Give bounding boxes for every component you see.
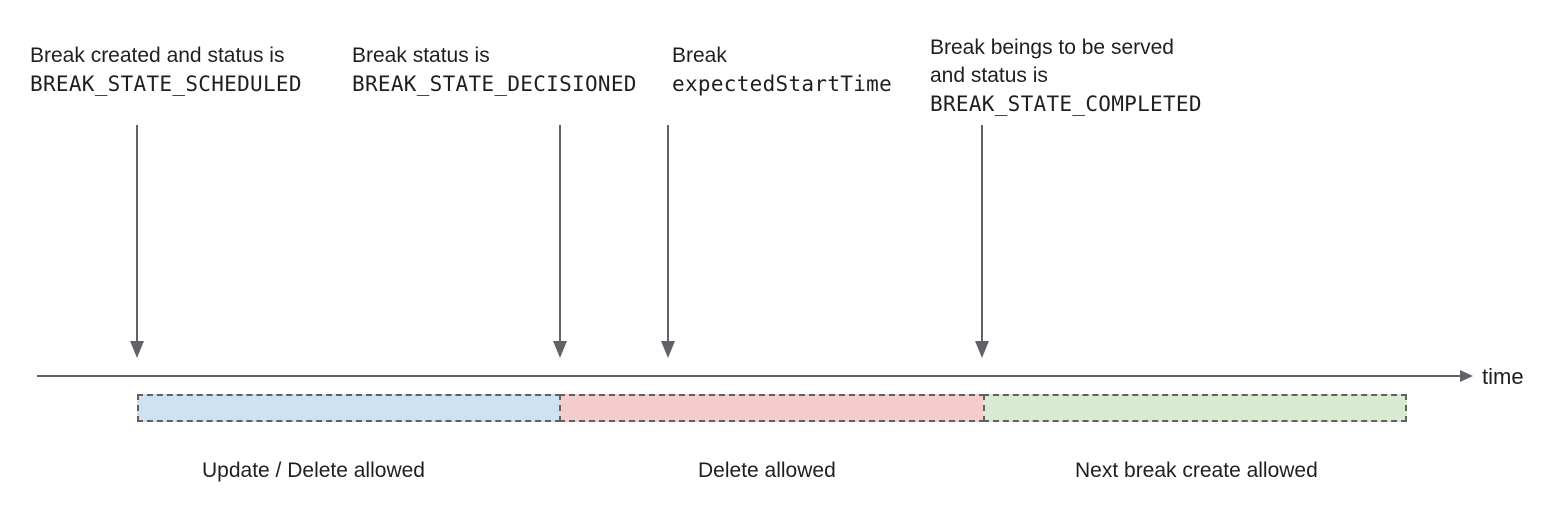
annotation-code-expected-start-time: expectedStartTime: [672, 72, 893, 96]
segment-delete-allowed: [559, 394, 985, 422]
segment-next-break-create-allowed: [983, 394, 1407, 422]
annotation-break-completed: Break beings to be served and status is …: [930, 34, 1202, 118]
annotation-text: Break created and status is: [30, 44, 285, 67]
segment-caption-update-delete: Update / Delete allowed: [202, 459, 425, 482]
annotation-break-decisioned: Break status is BREAK_STATE_DECISIONED: [352, 42, 637, 98]
down-arrow-icon: [130, 125, 144, 358]
annotation-text: Break status is: [352, 44, 490, 67]
annotation-text: Break: [672, 44, 727, 67]
annotation-break-expected-start-time: Break expectedStartTime: [672, 42, 892, 98]
annotation-code-break-state-decisioned: BREAK_STATE_DECISIONED: [352, 72, 637, 96]
down-arrow-icon: [975, 125, 989, 358]
down-arrow-icon: [553, 125, 567, 358]
time-axis-label: time: [1482, 364, 1524, 389]
annotation-code-break-state-scheduled: BREAK_STATE_SCHEDULED: [30, 72, 302, 96]
annotation-text: Break beings to be served: [930, 36, 1174, 59]
annotation-code-break-state-completed: BREAK_STATE_COMPLETED: [930, 92, 1202, 116]
segment-caption-delete: Delete allowed: [698, 459, 836, 482]
time-axis-arrow: [37, 370, 1473, 382]
down-arrow-icon: [661, 125, 675, 358]
segment-caption-next-create: Next break create allowed: [1075, 459, 1318, 482]
annotation-break-scheduled: Break created and status is BREAK_STATE_…: [30, 42, 302, 98]
segment-update-delete-allowed: [137, 394, 561, 422]
annotation-text: and status is: [930, 64, 1048, 87]
